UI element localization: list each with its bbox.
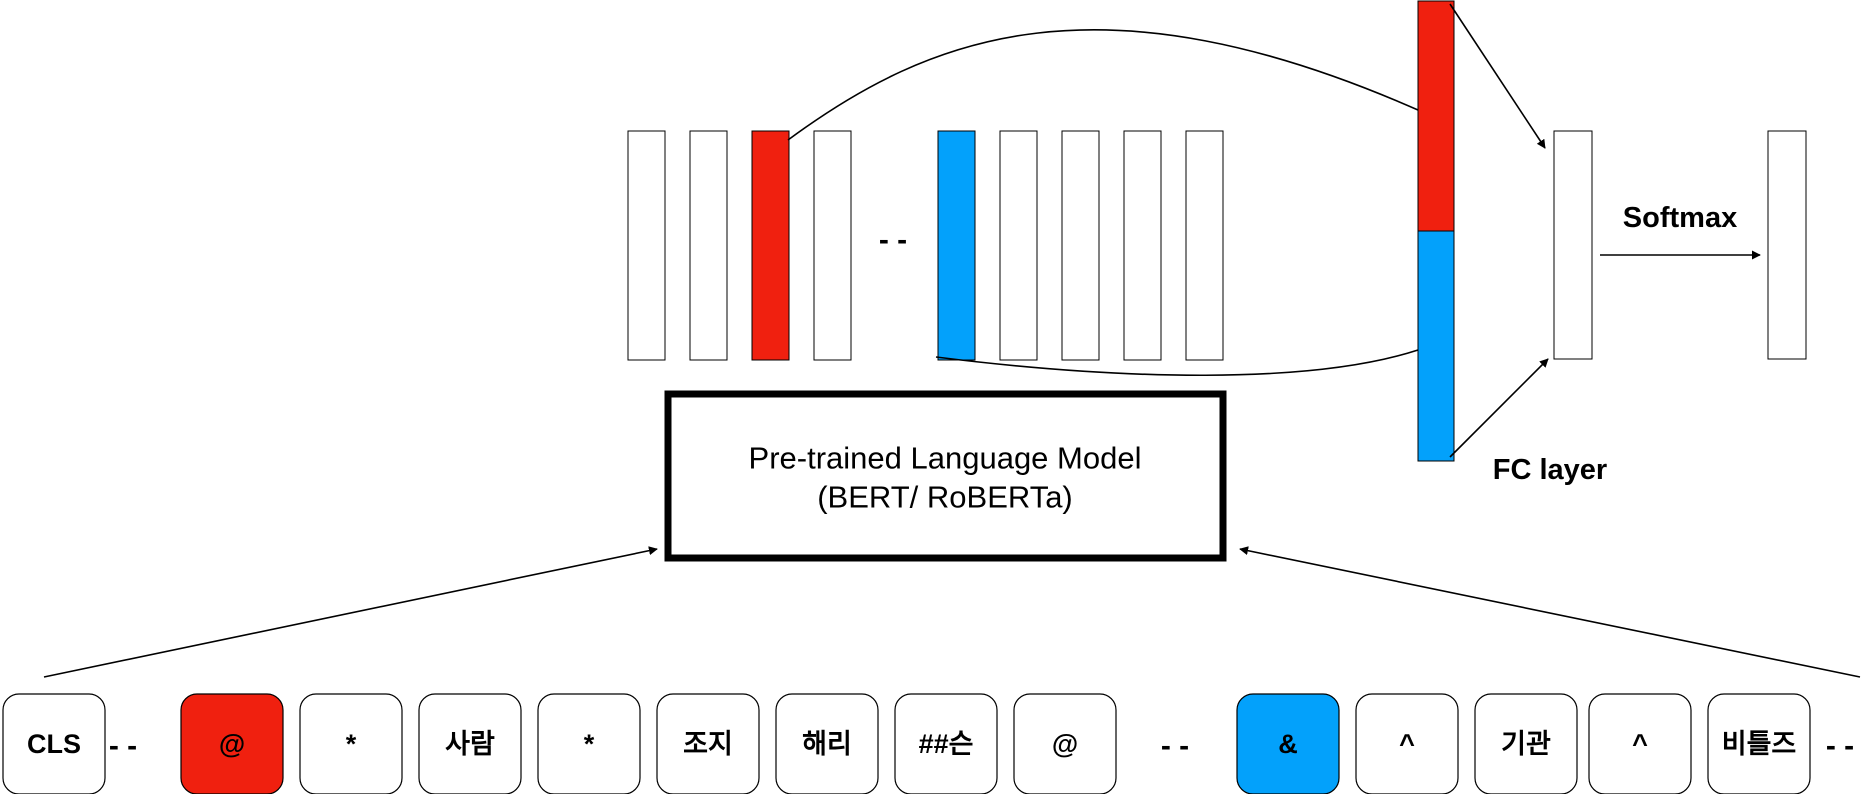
hidden-state-vector: [999, 130, 1038, 361]
token-label: *: [346, 729, 357, 759]
concat-head-segment: [1417, 0, 1455, 232]
token-box: ^: [1355, 693, 1459, 794]
hidden-state-vector: [1123, 130, 1162, 361]
hidden-state-vector: [627, 130, 666, 361]
token-label: ^: [1399, 729, 1415, 759]
token-label: &: [1278, 729, 1298, 759]
fc-arrow-top: [1449, 3, 1546, 149]
token-box-frame: [537, 693, 641, 794]
token-box-frame: [656, 693, 760, 794]
token-box-frame: [1236, 693, 1340, 794]
token-box: @: [180, 693, 284, 794]
token-label: @: [219, 729, 245, 759]
language-model-subtitle: (BERT/ RoBERTa): [817, 480, 1073, 515]
token-label: @: [1052, 729, 1078, 759]
token-label: 해리: [802, 729, 852, 759]
token-box-frame: [894, 693, 998, 794]
token-label: 사람: [445, 729, 495, 759]
token-box: ##슨: [894, 693, 998, 794]
token-box-frame: [1707, 693, 1811, 794]
concat-tail-segment: [1417, 230, 1455, 462]
fc-output-vector: [1553, 130, 1593, 360]
fc-arrow-bottom: [1449, 358, 1549, 458]
token-box-frame: [418, 693, 522, 794]
token-box: &: [1236, 693, 1340, 794]
token-box: *: [299, 693, 403, 794]
token-label: 비틀즈: [1722, 729, 1797, 759]
token-label: ^: [1632, 729, 1648, 759]
token-box-frame: [180, 693, 284, 794]
token-box-frame: [2, 693, 106, 794]
token-box: 해리: [775, 693, 879, 794]
hidden-state-vector: [1061, 130, 1100, 361]
softmax-label: Softmax: [1623, 202, 1737, 234]
token-label: 조지: [683, 729, 733, 759]
input-arrow-left: [43, 546, 658, 678]
token-box: CLS: [2, 693, 106, 794]
hidden-state-vector: [937, 130, 976, 361]
token-box: ^: [1588, 693, 1692, 794]
token-box-frame: [1013, 693, 1117, 794]
token-box-frame: [299, 693, 403, 794]
token-box: *: [537, 693, 641, 794]
token-label: *: [584, 729, 595, 759]
token-box: @: [1013, 693, 1117, 794]
token-label: 기관: [1501, 729, 1551, 759]
token-ellipsis: - -: [1161, 730, 1189, 763]
token-box: 조지: [656, 693, 760, 794]
hidden-state-ellipsis: - -: [879, 224, 907, 257]
input-arrow-right: [1239, 546, 1861, 678]
token-box-frame: [775, 693, 879, 794]
language-model-box: Pre-trained Language Model (BERT/ RoBERT…: [664, 390, 1227, 562]
token-box-frame: [1355, 693, 1459, 794]
token-box-frame: [1588, 693, 1692, 794]
token-box: 비틀즈: [1707, 693, 1811, 794]
token-box: 기관: [1474, 693, 1578, 794]
hidden-state-vector: [813, 130, 852, 361]
token-ellipsis: - -: [1826, 730, 1854, 763]
softmax-output-vector: [1767, 130, 1807, 360]
hidden-state-vectors: - -: [627, 130, 1224, 361]
head-entity-connector: [787, 29, 1419, 141]
token-box: 사람: [418, 693, 522, 794]
token-label: CLS: [27, 729, 81, 759]
language-model-frame: [664, 390, 1227, 562]
input-token-sequence: CLS - - @ * 사람 * 조지 해리 ##슨 @ - - & ^ 기관 ^ 비틀즈 - -: [2, 693, 1854, 794]
hidden-state-vector: [751, 130, 790, 361]
token-label: ##슨: [919, 729, 974, 759]
concatenated-entity-vector: [1417, 0, 1455, 462]
token-ellipsis: - -: [109, 730, 137, 763]
language-model-title: Pre-trained Language Model: [749, 441, 1142, 476]
tail-entity-connector: [935, 349, 1419, 377]
token-box-frame: [1474, 693, 1578, 794]
fc-layer-label: FC layer: [1493, 454, 1607, 486]
hidden-state-vector: [1185, 130, 1224, 361]
hidden-state-vector: [689, 130, 728, 361]
